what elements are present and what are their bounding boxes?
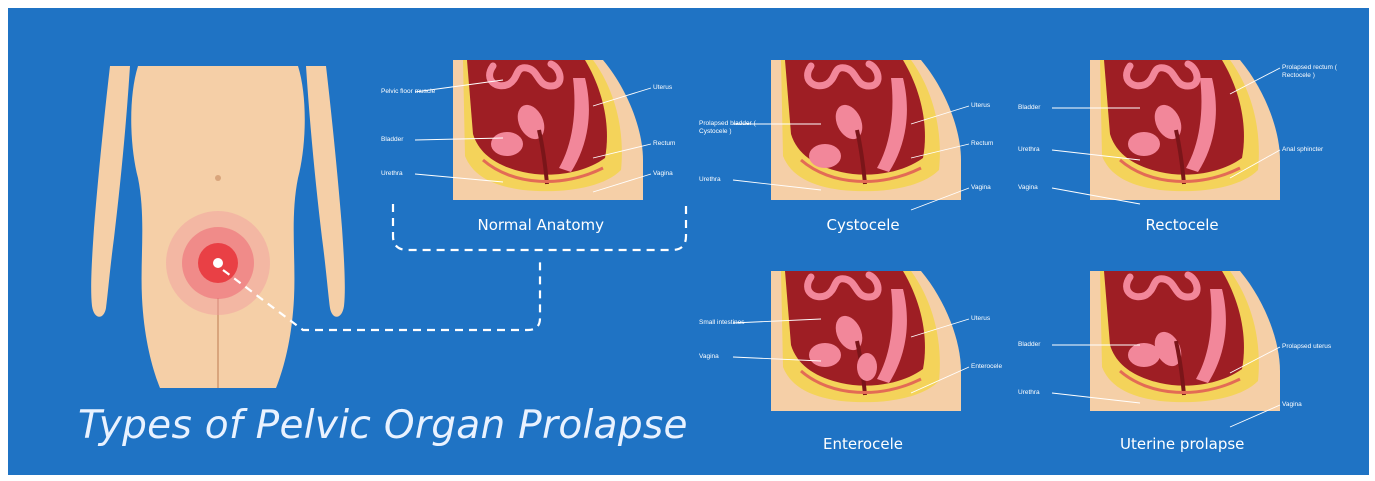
label-urethra: Urethra (1018, 389, 1040, 397)
anatomy-illustration-5 (1090, 271, 1280, 411)
label-prolapsed-uterus: Prolapsed uterus (1282, 343, 1331, 351)
label-pelvic-floor: Pelvic floor muscle (381, 88, 435, 96)
anatomy-illustration-2 (771, 60, 961, 200)
bladder-shape (809, 343, 841, 367)
caption-uterine-prolapse: Uterine prolapse (1120, 435, 1244, 453)
anatomy-illustration-1 (453, 60, 643, 200)
anatomy-illustration-3 (1090, 60, 1280, 200)
label-vagina: Vagina (1018, 184, 1038, 192)
label-uterus: Uterus (971, 315, 990, 323)
label-urethra: Urethra (381, 170, 403, 178)
label-bladder: Bladder (1018, 104, 1040, 112)
main-title: Types of Pelvic Organ Prolapse (78, 403, 688, 448)
diagram-panel: Types of Pelvic Organ Prolapse Pelvic fl… (8, 8, 1369, 475)
label-bladder: Bladder (381, 136, 403, 144)
label-urethra: Urethra (699, 176, 721, 184)
label-bladder: Bladder (1018, 341, 1040, 349)
caption-enterocele: Enterocele (823, 435, 903, 453)
label-prolapsed-bladder: Prolapsed bladder ( Cystocele ) (699, 120, 757, 135)
label-vagina: Vagina (971, 184, 991, 192)
label-urethra: Urethra (1018, 146, 1040, 154)
label-rectum: Rectum (971, 140, 993, 148)
anatomy-illustration-4 (771, 271, 961, 411)
label-rectum: Rectum (653, 140, 675, 148)
label-anal-sphincter: Anal sphincter (1282, 146, 1323, 154)
enterocele-bulge (857, 353, 877, 381)
label-small-intestines: Small intestines (699, 319, 745, 327)
caption-normal-anatomy: Normal Anatomy (478, 216, 605, 234)
caption-cystocele: Cystocele (827, 216, 900, 234)
label-vagina: Vagina (1282, 401, 1302, 409)
label-vagina: Vagina (699, 353, 719, 361)
label-uterus: Uterus (971, 102, 990, 110)
label-enterocele: Enterocele (971, 363, 1002, 371)
label-vagina: Vagina (653, 170, 673, 178)
label-prolapsed-rectum: Prolapsed rectum ( Rectocele ) (1282, 64, 1340, 79)
bladder-shape (1128, 132, 1160, 156)
bladder-shape (1128, 343, 1160, 367)
bladder-shape (809, 144, 841, 168)
label-uterus: Uterus (653, 84, 672, 92)
bladder-shape (491, 132, 523, 156)
caption-rectocele: Rectocele (1146, 216, 1219, 234)
